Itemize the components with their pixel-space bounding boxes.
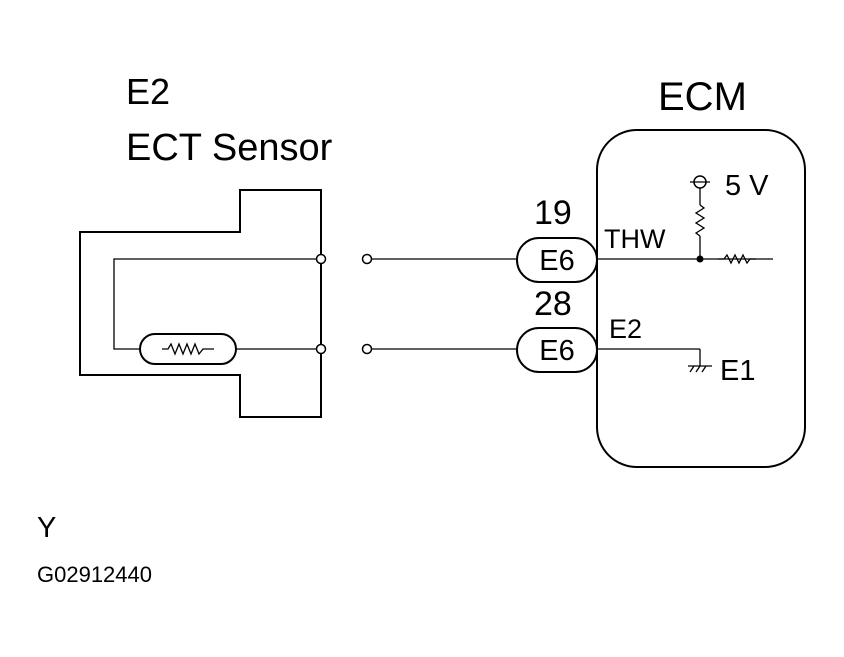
ground-label: E1 [720, 355, 755, 387]
ecm-box [596, 129, 806, 468]
pin-number-19: 19 [534, 194, 572, 232]
sensor-code: E2 [126, 71, 170, 112]
thermistor-resistor-icon [162, 342, 214, 356]
wire-end-1 [361, 253, 373, 265]
connector-label-1: E6 [539, 245, 574, 277]
footer-mark: Y [37, 512, 56, 544]
sensor-body [79, 189, 322, 418]
pin-number-28: 28 [534, 285, 572, 323]
thw-label: THW [604, 224, 666, 254]
wire-end-2 [361, 343, 373, 355]
sensor-internal-wire [113, 258, 321, 350]
thermistor-icon [139, 333, 237, 365]
sensor-terminal-1 [315, 253, 327, 265]
ground-hatch-1 [689, 365, 695, 373]
ground-hatch-3 [701, 365, 707, 373]
ecm-title: ECM [658, 75, 747, 119]
sensor-terminal-2 [315, 343, 327, 355]
sensor-name: ECT Sensor [126, 127, 333, 169]
e2-label: E2 [609, 314, 642, 344]
pullup-resistor-icon [694, 204, 706, 237]
series-resistor-icon [718, 253, 756, 265]
connector-label-2: E6 [539, 335, 574, 367]
ground-hatch-2 [695, 365, 701, 373]
footer-code: G02912440 [37, 562, 152, 587]
supply-label: 5 V [725, 170, 769, 202]
